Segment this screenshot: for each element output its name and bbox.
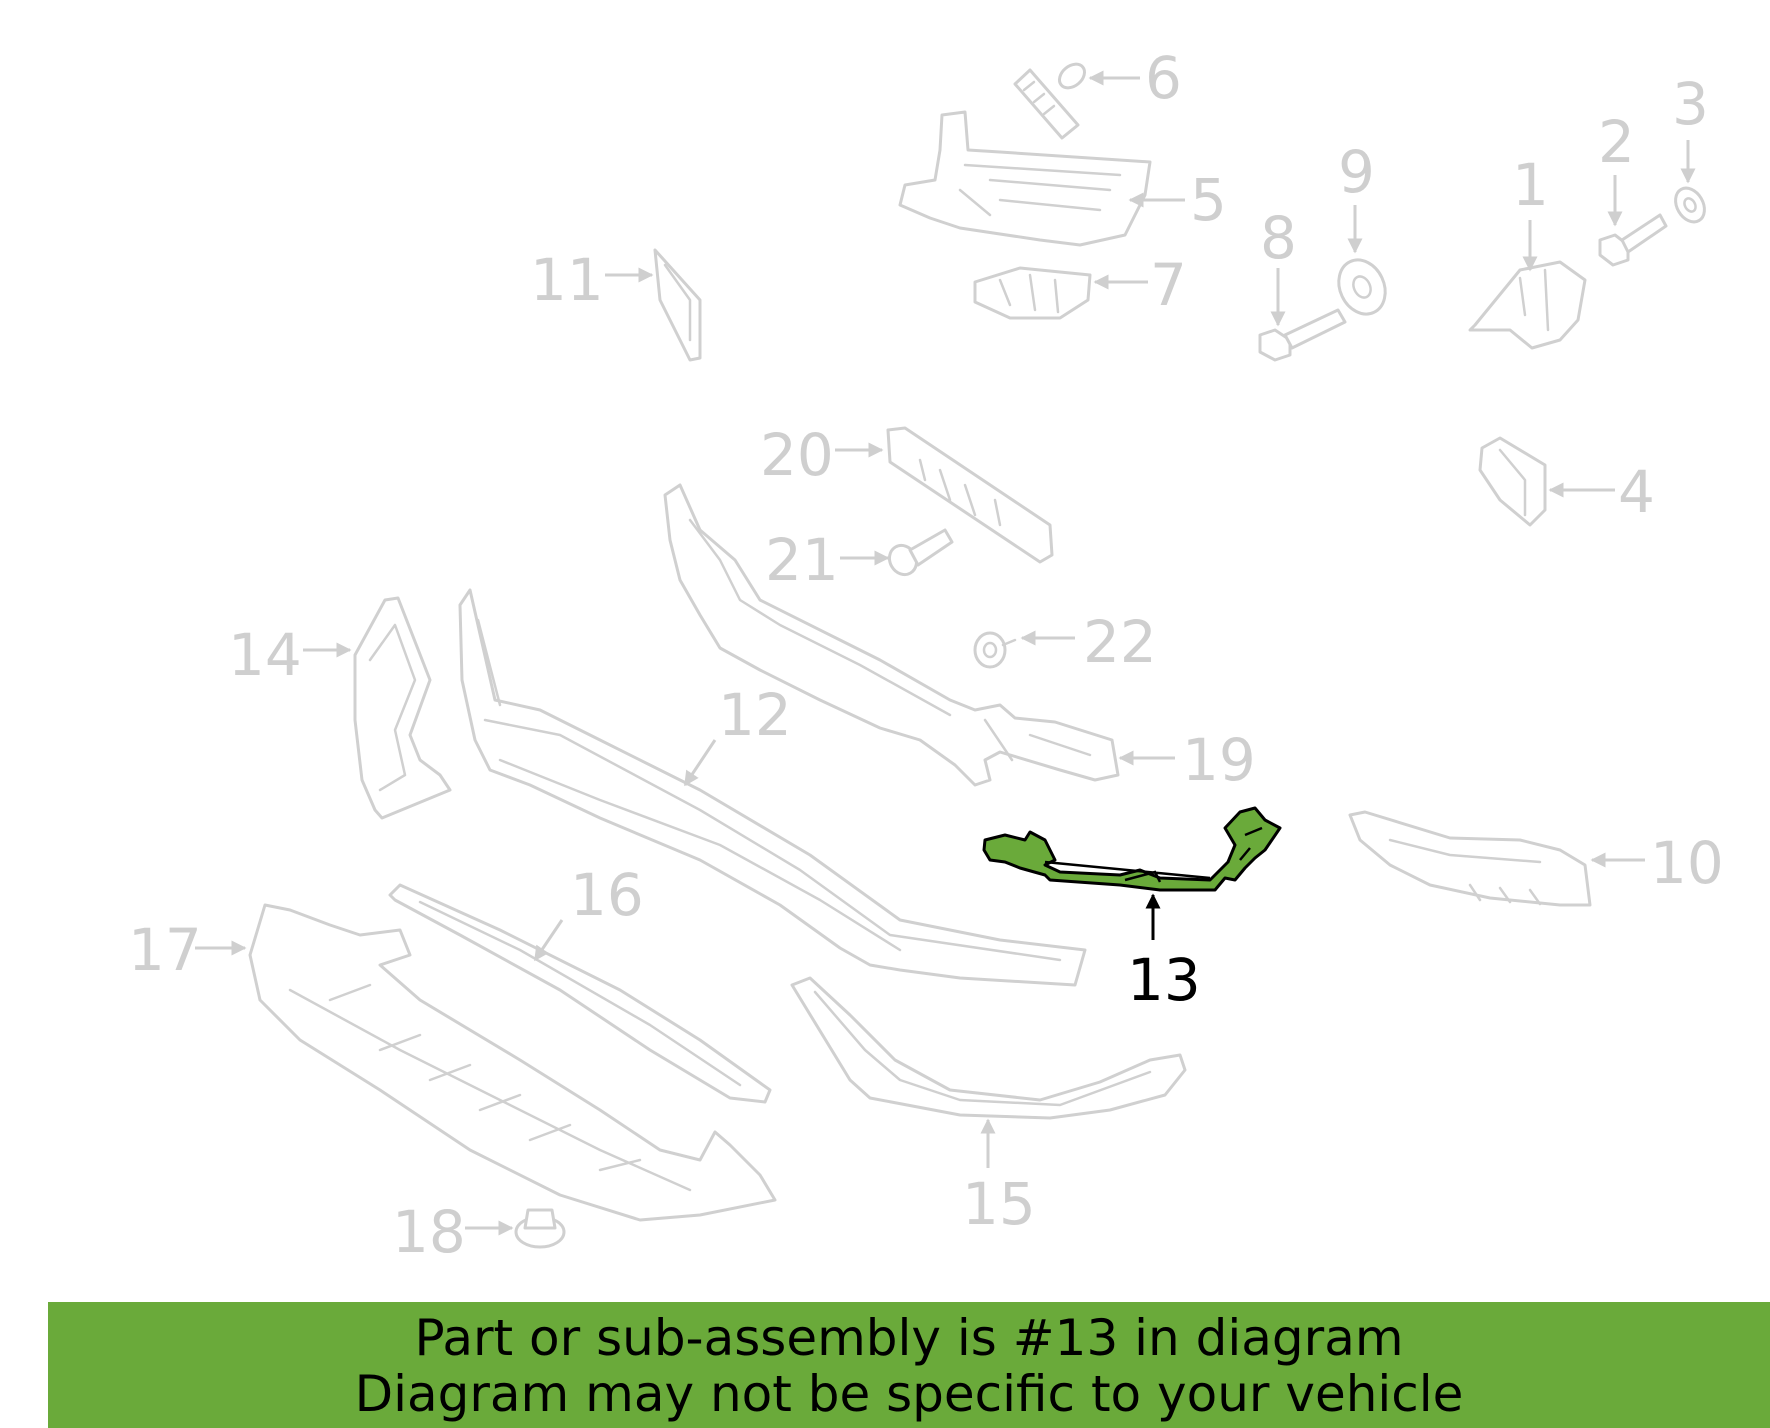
part-15-lower-trim [790, 976, 1187, 1120]
callout-8-label: 8 [1260, 204, 1297, 272]
callout-6-label: 6 [1145, 44, 1182, 112]
part-13-harness-bracket [982, 806, 1282, 892]
part-5-bracket [898, 110, 1152, 247]
callout-16-label: 16 [570, 861, 644, 929]
part-16-lower-strip [388, 883, 772, 1104]
callout-13-label: 13 [1127, 946, 1201, 1014]
callout-10: 10 [1590, 829, 1724, 897]
callout-21: 21 [765, 526, 890, 594]
callout-5-label: 5 [1190, 166, 1227, 234]
callout-3: 3 [1672, 70, 1709, 184]
callout-15-label: 15 [962, 1170, 1036, 1238]
callout-16: 16 [533, 861, 644, 962]
callout-19: 19 [1118, 726, 1256, 794]
part-18-clip [514, 1208, 566, 1249]
callout-9-label: 9 [1338, 138, 1375, 206]
banner-line-1: Part or sub-assembly is #13 in diagram [414, 1309, 1404, 1367]
part-9-washer [1337, 258, 1387, 316]
part-6-bolt [1013, 62, 1087, 140]
part-1-bracket [1468, 260, 1587, 350]
callout-20: 20 [760, 421, 884, 489]
callout-17-label: 17 [128, 916, 202, 984]
callout-4: 4 [1548, 458, 1655, 526]
part-12-bumper-cover [458, 588, 1087, 987]
part-19-upper-reinforcement [663, 483, 1120, 787]
callout-7: 7 [1093, 251, 1187, 319]
callout-13[interactable]: 13 [1127, 893, 1201, 1014]
part-22-fastener [973, 631, 1017, 669]
part-10-side-grille [1348, 810, 1592, 907]
callout-10-label: 10 [1650, 829, 1724, 897]
callout-14-label: 14 [228, 621, 302, 689]
callout-15: 15 [962, 1118, 1036, 1238]
callout-7-label: 7 [1150, 251, 1187, 319]
callout-17: 17 [128, 916, 247, 984]
callout-14: 14 [228, 621, 352, 689]
part-14-side-bracket [353, 596, 452, 820]
callout-19-label: 19 [1182, 726, 1256, 794]
part-8-bolt [1258, 308, 1347, 362]
parts-diagram: 6 5 7 11 8 9 [128, 44, 1724, 1266]
callout-1: 1 [1512, 151, 1549, 272]
callout-5: 5 [1128, 166, 1227, 234]
callout-20-label: 20 [760, 421, 834, 489]
part-4-clip [1478, 436, 1547, 527]
banner-line-2: Diagram may not be specific to your vehi… [354, 1365, 1464, 1423]
callout-8: 8 [1260, 204, 1297, 327]
callout-11-label: 11 [530, 246, 604, 314]
part-21-screw [887, 528, 954, 577]
part-17-under-cover [248, 903, 777, 1222]
callout-12-label: 12 [718, 681, 792, 749]
part-3-washer [1674, 186, 1706, 224]
callout-12: 12 [683, 681, 792, 787]
callout-9: 9 [1338, 138, 1375, 254]
callout-18: 18 [392, 1198, 514, 1266]
part-20-emblem-plate [886, 426, 1054, 564]
callout-2-label: 2 [1598, 108, 1635, 176]
info-banner: Part or sub-assembly is #13 in diagram D… [48, 1302, 1770, 1428]
callout-18-label: 18 [392, 1198, 466, 1266]
callout-1-label: 1 [1512, 151, 1549, 219]
callout-22-label: 22 [1083, 608, 1157, 676]
callout-2: 2 [1598, 108, 1635, 227]
part-2-bolt [1598, 213, 1668, 267]
callout-4-label: 4 [1618, 458, 1655, 526]
part-11-plate [653, 248, 702, 362]
callout-11: 11 [530, 246, 654, 314]
callout-6: 6 [1088, 44, 1182, 112]
callout-21-label: 21 [765, 526, 839, 594]
callout-3-label: 3 [1672, 70, 1709, 138]
callout-22: 22 [1020, 608, 1157, 676]
part-7-clip [973, 266, 1092, 320]
